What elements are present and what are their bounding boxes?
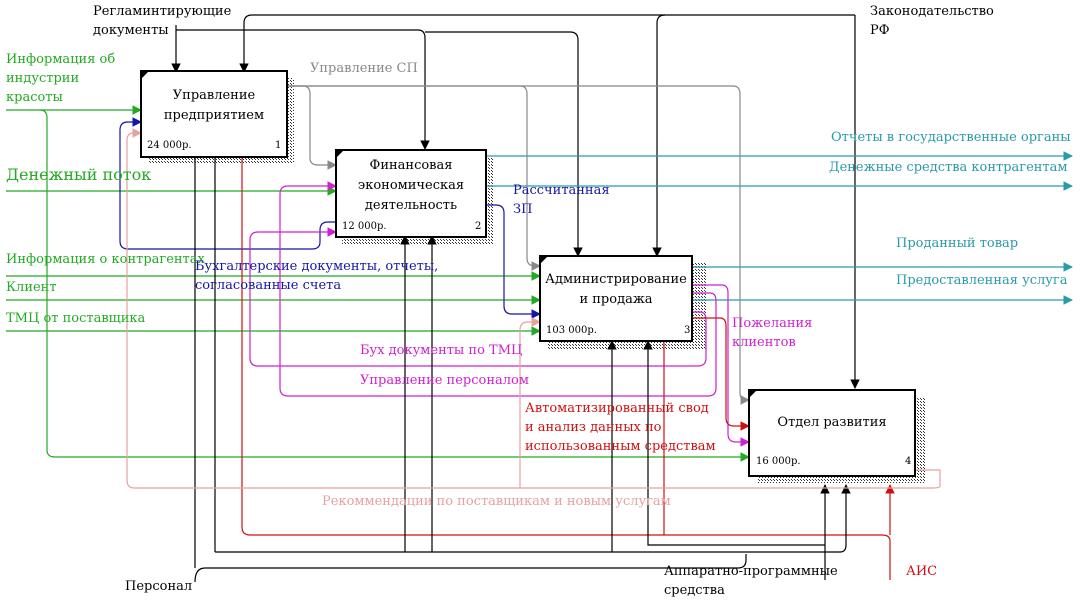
arrow-reg-docs-branch-3 [425,31,583,257]
activity-box-3[interactable] [539,255,693,342]
label-salary: Рассчитанная ЗП [513,183,610,217]
label-auto-summary: Автоматизированный свод и анализ данных … [525,401,716,454]
box-3-title: Администрирование и продажа [545,272,687,307]
label-personnel-mgmt: Управление персоналом [360,373,529,388]
arrow-law [239,14,855,73]
activity-box-2[interactable] [335,149,487,238]
arrow-wishes [692,284,750,447]
label-buh-docs: Бухгалтерские документы, отчеты, согласо… [195,259,439,293]
arrow-recommend-3 [519,317,541,488]
arrow-buh-tmc [249,227,707,367]
label-wishes: Пожелания клиентов [732,316,813,350]
label-contr-info: Информация о контрагентах [6,252,205,267]
box-1-cost: 24 000р. [147,140,192,151]
arrow-reg-docs-branch [176,29,430,150]
label-ais: АИС [906,564,938,579]
arrow-law-branch [652,14,666,257]
arrow-mgmt-sp [287,85,337,170]
label-money-contr: Денежные средства контрагентам [829,160,1068,175]
box-1-title: Управление предприятием [163,88,265,123]
label-sold: Проданный товар [896,236,1019,251]
box-2-cost: 12 000р. [342,221,387,232]
arrow-personnel [194,554,747,583]
label-money-flow: Денежный поток [6,165,152,184]
label-recommend: Рекоммендации по поставщикам и новым усл… [322,494,671,509]
arrow-industry-info-4 [39,109,750,462]
label-law: Законодательство РФ [870,4,994,38]
box-4-title: Отдел развития [777,415,887,430]
arrow-buh-docs [119,117,336,250]
label-industry-info: Информация об индустрии красоты [6,52,116,105]
box-3-num: 3 [684,325,691,336]
arrow-personnel-bus [215,484,851,553]
activity-box-4[interactable] [748,389,916,477]
activity-box-1[interactable] [140,70,288,158]
arrow-auto-summary [692,317,750,431]
arrow-hw-bus [643,340,825,546]
box-2-num: 2 [475,221,482,232]
box-2-title: Финансовая экономическая деятельность [357,158,465,213]
label-tmc: ТМЦ от поставщика [6,311,146,326]
arrow-ais [237,141,891,580]
label-mgmt-sp: Управление СП [310,61,418,76]
label-client: Клиент [6,280,57,295]
label-personnel: Персонал [125,579,193,594]
label-reports-gov: Отчеты в государственные органы [831,130,1071,145]
arrow-salary [486,204,541,319]
label-reg-docs: Регламинтирующие документы [93,4,232,38]
box-4-num: 4 [905,456,912,467]
arrow-recommend [126,128,941,489]
arrow-personnel-mgmt [279,181,717,397]
label-buh-tmc: Бух документы по ТМЦ [360,343,523,358]
label-service: Предоставленная услуга [896,273,1068,288]
box-1-num: 1 [275,140,282,151]
box-4-cost: 16 000р. [756,456,801,467]
box-3-cost: 103 000р. [546,325,597,336]
label-hardware: Аппаратно-программные средства [664,564,838,598]
arrow-mgmt-sp-4 [287,85,750,405]
